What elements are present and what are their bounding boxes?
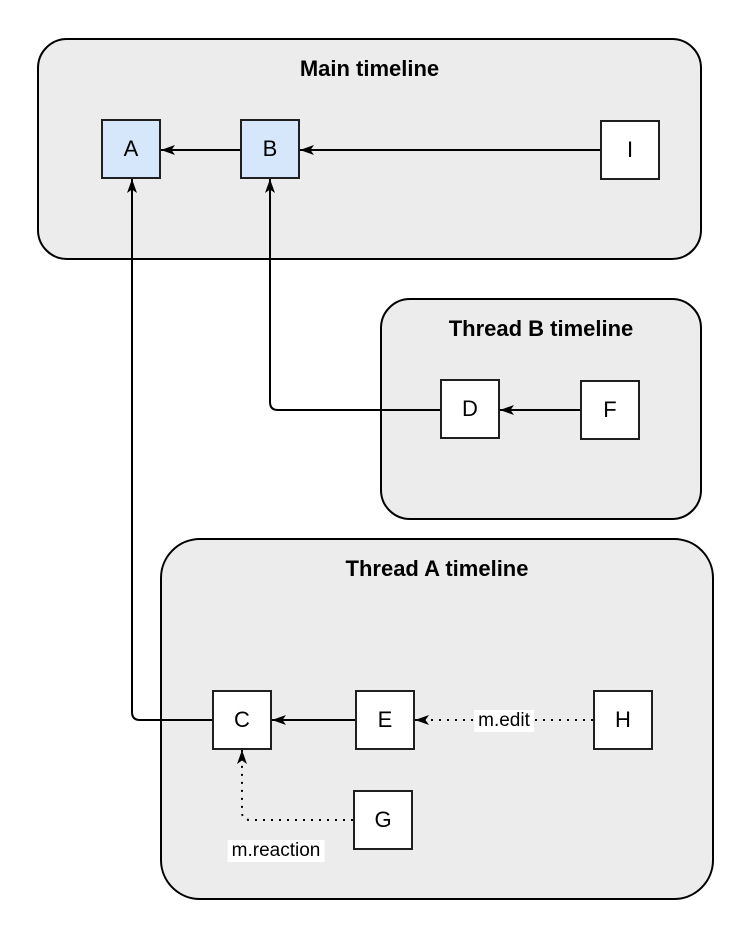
node-g-label: G [374, 807, 392, 832]
node-b-label: B [262, 136, 278, 161]
node-f-label: F [603, 397, 617, 422]
node-d-label: D [462, 396, 478, 421]
thread-a-timeline-title: Thread A timeline [345, 556, 529, 581]
edge-label-m-reaction: m.reaction [227, 840, 325, 862]
node-c-label: C [234, 707, 250, 732]
node-f: F [580, 380, 640, 440]
node-e-label: E [377, 707, 393, 732]
thread-b-timeline-title: Thread B timeline [448, 316, 634, 341]
node-b: B [240, 119, 300, 179]
edge-label-m-edit: m.edit [474, 710, 534, 732]
container-thread-b-timeline: Thread B timeline [380, 298, 702, 520]
node-a-label: A [123, 136, 139, 161]
node-a: A [101, 119, 161, 179]
main-timeline-title: Main timeline [299, 56, 440, 81]
node-e: E [355, 690, 415, 750]
node-g: G [353, 790, 413, 850]
node-d: D [440, 379, 500, 439]
node-h-label: H [615, 707, 631, 732]
node-h: H [593, 690, 653, 750]
node-c: C [212, 690, 272, 750]
node-i-label: I [626, 137, 634, 162]
node-i: I [600, 120, 660, 180]
